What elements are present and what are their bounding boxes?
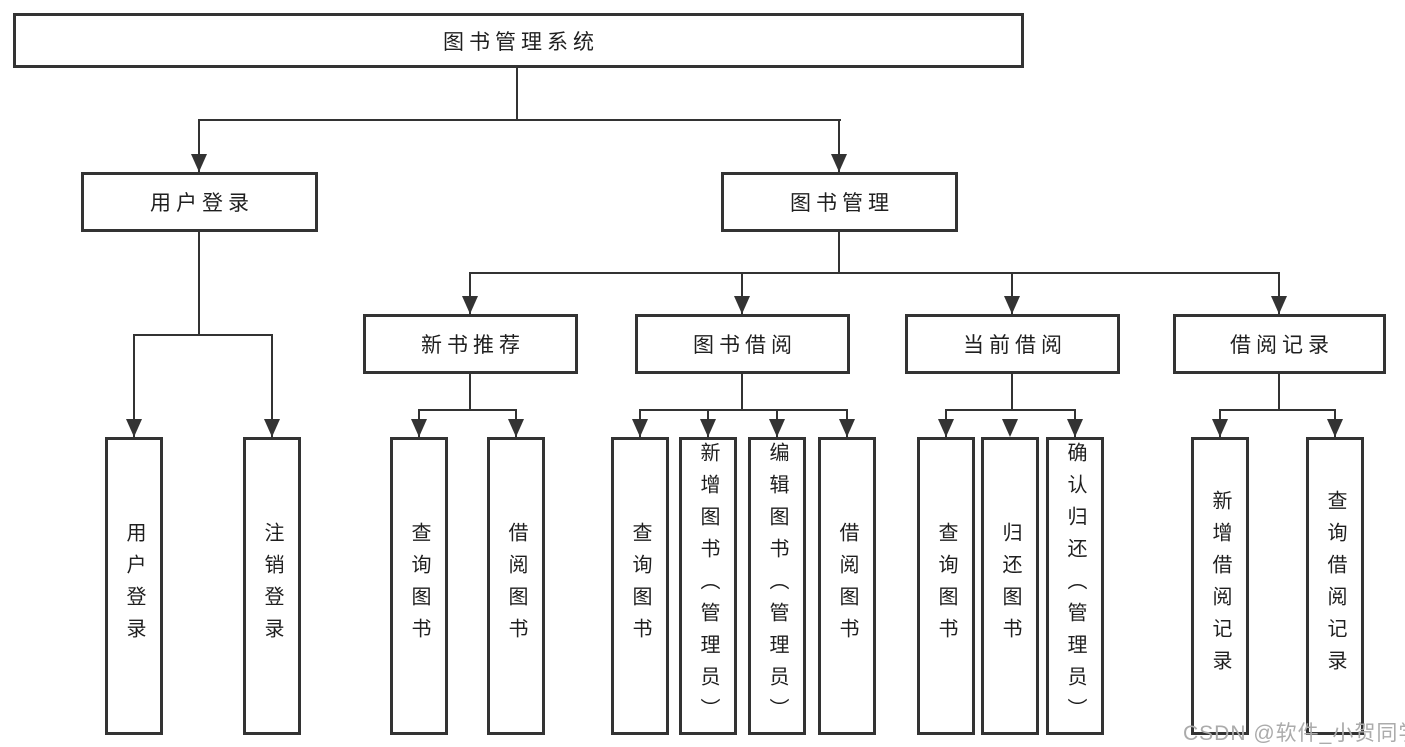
leaf-edit-books-admin-label: 编辑图书（管理员）	[766, 442, 788, 730]
arrowhead	[1004, 296, 1020, 314]
node-user-login: 用户登录	[81, 172, 318, 232]
connector-line	[1219, 409, 1336, 411]
leaf-user-login-label: 用户登录	[123, 522, 145, 650]
leaf-query-books-2: 查询图书	[611, 437, 669, 735]
arrowhead	[1067, 419, 1083, 437]
arrowhead	[191, 154, 207, 172]
node-root: 图书管理系统	[13, 13, 1024, 68]
leaf-borrow-books-1-label: 借阅图书	[505, 522, 527, 650]
arrowhead	[700, 419, 716, 437]
node-borrow-records-label: 借阅记录	[1230, 334, 1334, 357]
arrowhead	[831, 154, 847, 172]
leaf-query-books-2-label: 查询图书	[629, 522, 651, 650]
arrowhead	[1271, 296, 1287, 314]
leaf-return-books-label: 归还图书	[999, 522, 1021, 650]
connector-line	[198, 119, 841, 121]
connector-line	[469, 273, 471, 314]
node-current-borrow-label: 当前借阅	[963, 334, 1067, 357]
leaf-borrow-books-2-label: 借阅图书	[836, 522, 858, 650]
connector-line	[741, 374, 743, 410]
leaf-return-books: 归还图书	[981, 437, 1039, 735]
leaf-query-books-3: 查询图书	[917, 437, 975, 735]
connector-line	[271, 335, 273, 437]
connector-line	[516, 68, 518, 120]
leaf-add-books-admin: 新增图书（管理员）	[679, 437, 737, 735]
connector-line	[198, 120, 200, 172]
connector-line	[1278, 273, 1280, 314]
csdn-watermark: CSDN @软件_小贺同学	[1183, 722, 1405, 745]
connector-line	[1278, 374, 1280, 410]
node-new-book-recommend-label: 新书推荐	[421, 334, 525, 357]
leaf-add-books-admin-label: 新增图书（管理员）	[697, 442, 719, 730]
arrowhead	[769, 419, 785, 437]
arrowhead	[508, 419, 524, 437]
leaf-logout-label: 注销登录	[261, 522, 283, 650]
leaf-logout: 注销登录	[243, 437, 301, 735]
node-book-management: 图书管理	[721, 172, 958, 232]
leaf-user-login: 用户登录	[105, 437, 163, 735]
node-borrow-records: 借阅记录	[1173, 314, 1386, 374]
connector-line	[133, 334, 273, 336]
leaf-add-borrow-record: 新增借阅记录	[1191, 437, 1249, 735]
arrowhead	[1212, 419, 1228, 437]
leaf-query-books-1-label: 查询图书	[408, 522, 430, 650]
leaf-confirm-return-admin-label: 确认归还（管理员）	[1064, 442, 1086, 730]
leaf-query-books-1: 查询图书	[390, 437, 448, 735]
arrowhead	[1002, 419, 1018, 437]
leaf-add-borrow-record-label: 新增借阅记录	[1209, 490, 1231, 682]
connector-line	[133, 335, 135, 437]
connector-line	[469, 272, 1280, 274]
arrowhead	[632, 419, 648, 437]
arrowhead	[126, 419, 142, 437]
connector-line	[741, 273, 743, 314]
connector-line	[1011, 273, 1013, 314]
connector-line	[639, 409, 848, 411]
arrowhead	[1327, 419, 1343, 437]
leaf-edit-books-admin: 编辑图书（管理员）	[748, 437, 806, 735]
connector-line	[418, 409, 517, 411]
node-root-label: 图书管理系统	[443, 30, 599, 54]
arrowhead	[938, 419, 954, 437]
connector-line	[945, 409, 1076, 411]
leaf-borrow-books-1: 借阅图书	[487, 437, 545, 735]
node-current-borrow: 当前借阅	[905, 314, 1120, 374]
leaf-query-borrow-record-label: 查询借阅记录	[1324, 490, 1346, 682]
node-user-login-label: 用户登录	[150, 192, 254, 215]
arrowhead	[462, 296, 478, 314]
arrowhead	[734, 296, 750, 314]
connector-line	[1011, 374, 1013, 410]
connector-line	[838, 120, 840, 172]
arrowhead	[411, 419, 427, 437]
leaf-query-books-3-label: 查询图书	[935, 522, 957, 650]
node-book-borrow-label: 图书借阅	[693, 334, 797, 357]
arrowhead	[839, 419, 855, 437]
leaf-borrow-books-2: 借阅图书	[818, 437, 876, 735]
node-book-management-label: 图书管理	[790, 192, 894, 215]
connector-line	[469, 374, 471, 410]
arrowhead	[264, 419, 280, 437]
node-book-borrow: 图书借阅	[635, 314, 850, 374]
leaf-confirm-return-admin: 确认归还（管理员）	[1046, 437, 1104, 735]
connector-line	[198, 232, 200, 335]
leaf-query-borrow-record: 查询借阅记录	[1306, 437, 1364, 735]
connector-line	[838, 232, 840, 273]
node-new-book-recommend: 新书推荐	[363, 314, 578, 374]
